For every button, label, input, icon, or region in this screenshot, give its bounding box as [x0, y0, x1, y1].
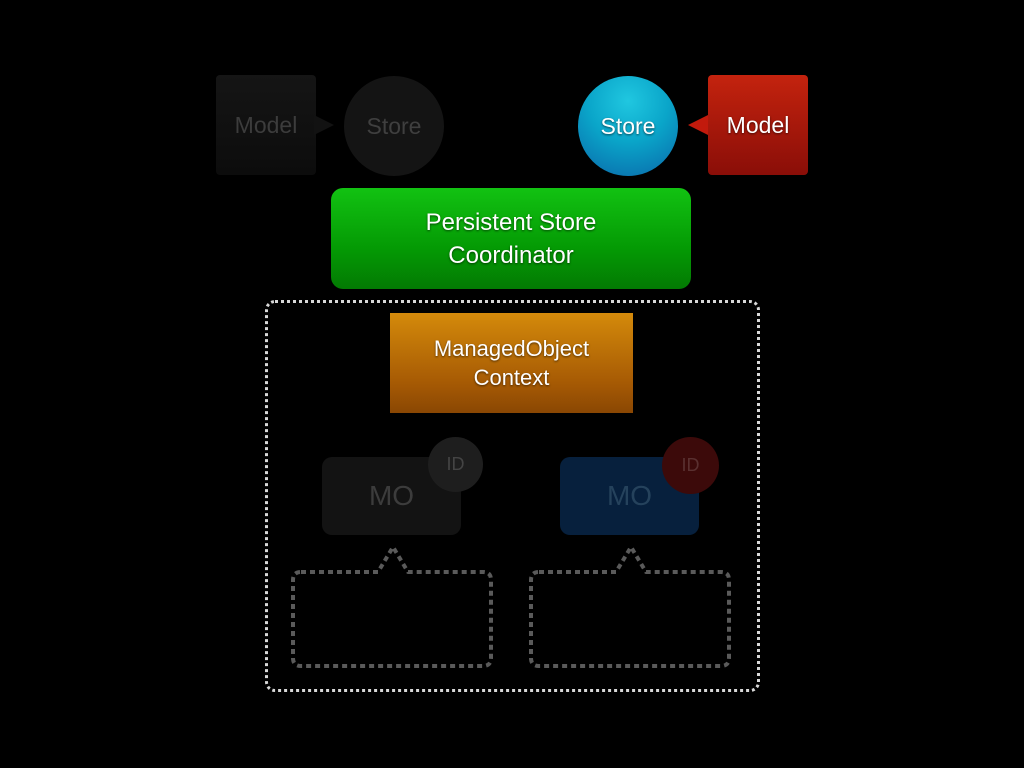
model-left-label: Model: [234, 111, 298, 138]
store-right-circle: Store: [578, 76, 678, 176]
managed-object-right: MO: [560, 457, 699, 535]
mo-right-label: MO: [606, 480, 653, 511]
object-id-left-badge: ID: [428, 437, 483, 492]
id-right-label: ID: [681, 455, 700, 475]
model-right-label: Model: [726, 111, 790, 138]
persistent-store-coordinator: Persistent Store Coordinator: [331, 188, 691, 289]
store-left-circle: Store: [344, 76, 444, 176]
model-right-box: Model: [708, 75, 808, 175]
context-line1: ManagedObject: [433, 336, 590, 361]
coordinator-line2: Coordinator: [448, 241, 574, 269]
store-right-label: Store: [600, 112, 656, 139]
context-line2: Context: [473, 365, 550, 390]
model-right-pointer: [688, 115, 708, 135]
object-id-right-badge: ID: [662, 437, 719, 494]
callout-bubble-right: [529, 545, 731, 668]
store-left-label: Store: [366, 112, 422, 139]
managed-object-context: ManagedObject Context: [390, 313, 633, 413]
model-left-box: Model: [216, 75, 316, 175]
context-container: [265, 300, 760, 692]
callout-bubble-left: [291, 545, 493, 668]
managed-object-left: MO: [322, 457, 461, 535]
id-left-label: ID: [446, 454, 465, 474]
coordinator-line1: Persistent Store: [425, 208, 597, 236]
mo-left-label: MO: [368, 480, 415, 511]
model-left-pointer: [314, 115, 334, 135]
